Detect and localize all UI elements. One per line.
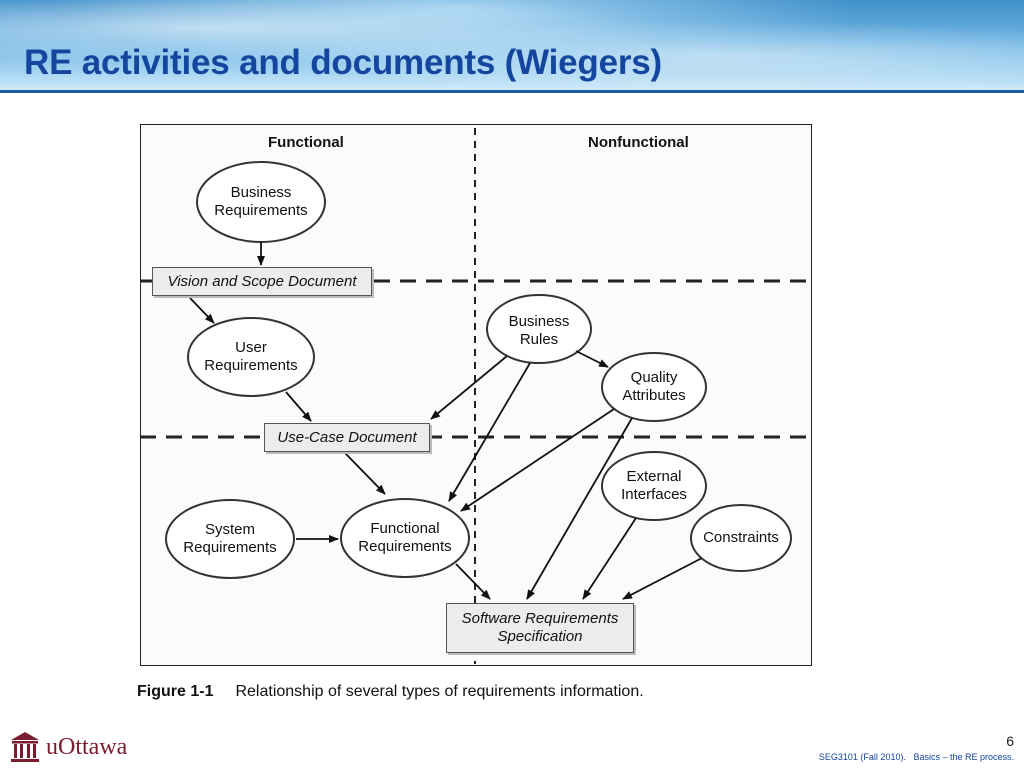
arrow-vision-to-user-req — [189, 297, 215, 324]
vision-scope-document: Vision and Scope Document — [152, 267, 372, 296]
external-interfaces-ellipse — [601, 451, 707, 521]
business-requirements-label: Business Requirements — [214, 184, 308, 219]
footer-text: SEG3101 (Fall 2010). Basics – the RE pro… — [818, 752, 1014, 762]
figure-caption: Figure 1-1 Relationship of several types … — [137, 683, 644, 701]
uottawa-logo: uOttawa — [10, 730, 127, 764]
arrow-quality-to-functional — [460, 408, 615, 512]
figure-border — [140, 124, 812, 666]
figure-diagram — [140, 128, 810, 664]
header-rule — [0, 90, 1024, 93]
arrow-rules-to-quality — [575, 350, 609, 368]
figure-number: Figure 1-1 — [137, 683, 214, 700]
arrow-rules-to-usecase — [430, 355, 508, 420]
arrow-rules-to-functional — [448, 362, 531, 502]
functional-requirements-ellipse — [340, 498, 470, 578]
arrow-usecase-to-functional — [344, 452, 386, 495]
functional-requirements-label: Functional Requirements — [358, 520, 452, 555]
business-rules-label: Business Rules — [508, 313, 570, 348]
requirements-figure: Functional Nonfunctional Business Requir… — [140, 124, 812, 666]
logo-text: uOttawa — [46, 733, 128, 760]
header-banner — [0, 0, 1024, 92]
building-icon — [11, 732, 39, 762]
functional-header: Functional — [268, 134, 344, 151]
user-requirements-ellipse — [187, 317, 315, 397]
business-rules-ellipse — [486, 294, 592, 364]
user-requirements-label: User Requirements — [204, 339, 298, 374]
quality-attributes-label: Quality Attributes — [622, 369, 686, 404]
arrow-interfaces-to-srs — [582, 517, 637, 600]
arrow-quality-to-srs — [526, 417, 633, 600]
page-number: 6 — [1006, 733, 1014, 749]
slide-title: RE activities and documents (Wiegers) — [24, 43, 662, 82]
arrow-user-req-to-usecase — [285, 391, 312, 422]
arrow-functional-to-srs — [455, 563, 491, 600]
quality-attributes-ellipse — [601, 352, 707, 422]
nonfunctional-header: Nonfunctional — [588, 134, 689, 151]
constraints-label: Constraints — [703, 529, 779, 546]
external-interfaces-label: External Interfaces — [621, 468, 687, 503]
arrow-constraints-to-srs — [622, 557, 703, 600]
caption-text: Relationship of several types of require… — [235, 683, 644, 700]
system-requirements-label: System Requirements — [183, 521, 277, 556]
system-requirements-ellipse — [165, 499, 295, 579]
use-case-document: Use-Case Document — [264, 423, 430, 452]
constraints-ellipse — [690, 504, 792, 572]
srs-document: Software Requirements Specification — [446, 603, 634, 653]
